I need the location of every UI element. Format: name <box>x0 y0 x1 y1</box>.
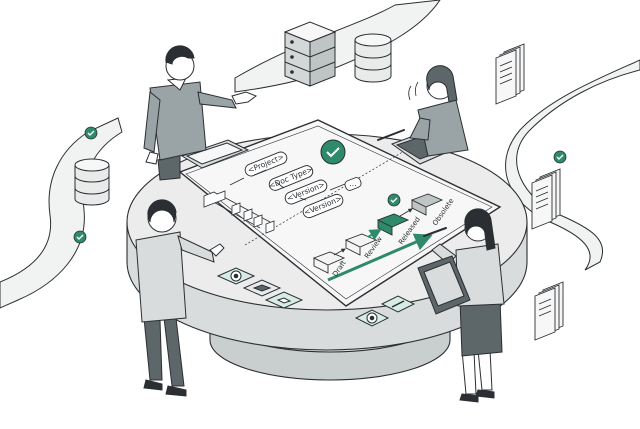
document-stack-icon <box>534 281 564 341</box>
check-icon <box>387 193 401 207</box>
tag-ellipsis <box>344 177 362 191</box>
flow-arrow-3 <box>399 208 413 217</box>
check-icon <box>320 139 346 165</box>
person-presenter <box>143 45 258 181</box>
pen-icon <box>377 129 405 141</box>
person-thinker <box>408 65 469 157</box>
tag-doc-type <box>268 165 314 191</box>
document-stack-icon <box>495 43 525 105</box>
ribbon-top <box>234 0 441 93</box>
pen-icon <box>380 295 416 313</box>
database-icon <box>74 158 110 206</box>
check-icon <box>73 230 87 244</box>
state-draft <box>312 251 346 274</box>
document-stack-icon <box>264 291 304 309</box>
release-return-arrow <box>327 233 433 282</box>
gear-icon <box>216 267 256 285</box>
document-stack-icon <box>531 168 561 230</box>
state-released <box>376 213 410 236</box>
ribbon-right <box>505 59 640 271</box>
tag-project <box>244 151 288 177</box>
server-rack-icon <box>283 21 337 87</box>
folder-icon <box>203 190 275 234</box>
tablet-icon <box>242 279 282 297</box>
check-icon <box>84 126 98 140</box>
check-icon <box>553 150 567 164</box>
gear-icon <box>354 309 390 327</box>
tag-version-b <box>302 193 344 219</box>
ribbon-check-badges <box>73 126 567 244</box>
label-ellipsis: ... <box>349 179 356 188</box>
ribbon-left <box>0 117 123 309</box>
database-icon <box>354 33 392 83</box>
person-writer <box>417 208 505 403</box>
flow-arrow-1 <box>333 248 346 256</box>
tag-version-a <box>284 179 328 205</box>
control-tiles <box>216 267 416 327</box>
flow-arrow-2 <box>367 228 382 241</box>
person-pointer <box>135 199 225 397</box>
state-obsolete <box>410 193 444 216</box>
tablet-icon <box>180 139 250 169</box>
